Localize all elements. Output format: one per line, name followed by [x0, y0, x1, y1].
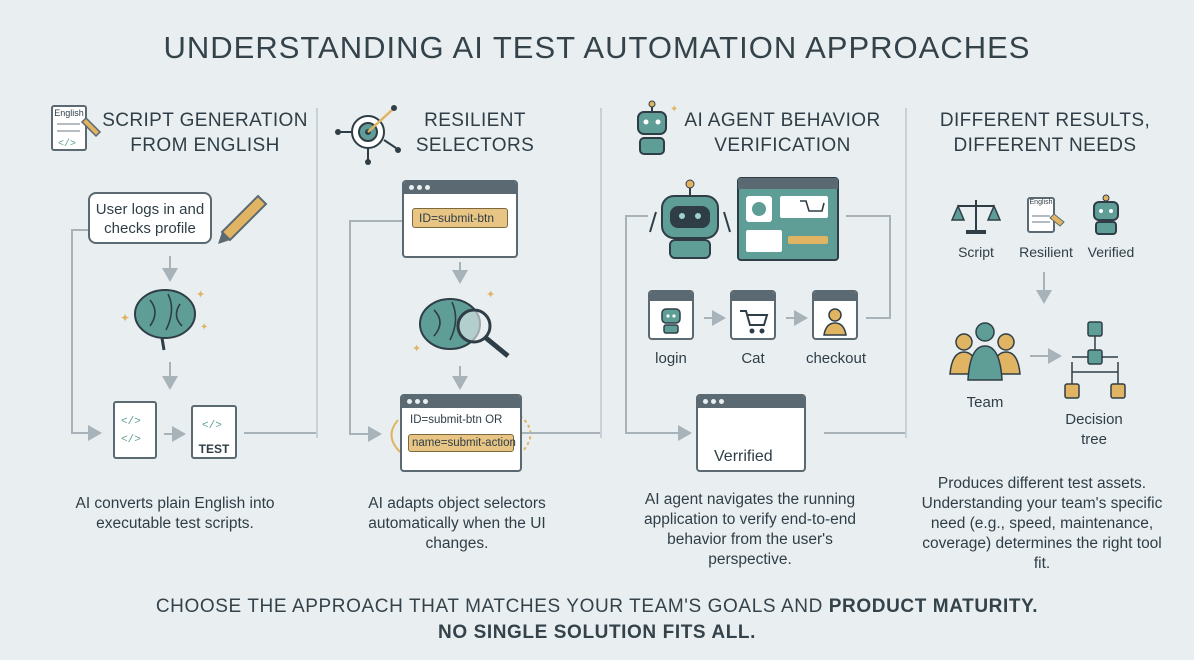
column-divider-1 [316, 108, 318, 438]
footer-bold-text: PRODUCT MATURITY. [828, 596, 1039, 617]
bubble-line: checks profile [104, 220, 196, 237]
window-titlebar [698, 396, 804, 408]
heading-line: VERIFICATION [714, 135, 851, 156]
step-label-checkout: checkout [805, 350, 867, 367]
heading-line: SELECTORS [415, 135, 535, 156]
svg-text:</>: </> [202, 420, 222, 432]
footer-line-2: NO SINGLE SOLUTION FITS ALL. [438, 622, 756, 643]
page-title: UNDERSTANDING AI TEST AUTOMATION APPROAC… [163, 30, 1031, 65]
legend-label-resilient: Resilient [1019, 244, 1073, 260]
column-divider-2 [600, 108, 602, 438]
verified-window [696, 394, 806, 472]
test-doc-label: TEST [198, 442, 230, 456]
step-checkout-window [812, 290, 858, 340]
heading-line: SCRIPT GENERATION [102, 110, 308, 131]
svg-text:</>: </> [58, 138, 76, 150]
heading-line: FROM ENGLISH [130, 135, 280, 156]
selector-field: ID=submit-btn [412, 208, 508, 228]
target-network-icon [335, 105, 401, 165]
heading-line: DIFFERENT RESULTS, [939, 110, 1151, 131]
caption-script-generation: AI converts plain English into executabl… [75, 495, 275, 532]
selector-line-plain: ID=submit-btn OR [410, 414, 503, 426]
robot-large-icon [649, 179, 731, 259]
test-document-icon: </> [191, 405, 237, 459]
window-titlebar [404, 182, 516, 194]
small-robot-icon [1093, 194, 1119, 235]
heading-line: RESILIENT [424, 110, 526, 131]
robot-icon: ✦ [637, 100, 678, 155]
svg-text:✦: ✦ [196, 289, 205, 301]
selector-field-fallback: name=submit-action [408, 434, 516, 452]
bubble-line: User logs in and [95, 201, 205, 218]
pencil-icon [218, 194, 268, 244]
tree-label-line: Decision [1065, 411, 1123, 428]
decision-tree-label: Decision tree [1054, 410, 1134, 450]
svg-text:✦: ✦ [486, 289, 495, 301]
step-label-login: login [655, 350, 687, 367]
legend-doc-text: English [1029, 199, 1053, 206]
team-icon [949, 322, 1021, 381]
column-divider-3 [905, 108, 907, 438]
legend-label-verified: Verified [1087, 244, 1135, 260]
footer-regular-text: CHOOSE THE APPROACH THAT MATCHES YOUR TE… [155, 596, 829, 617]
column-heading-script-generation: SCRIPT GENERATION FROM ENGLISH [100, 108, 310, 158]
window-titlebar [732, 292, 774, 301]
heading-line: AI AGENT BEHAVIOR [684, 110, 881, 131]
browser-window-before: ID=submit-btn [402, 180, 518, 258]
english-icon-label: English [54, 108, 84, 118]
caption-resilient-selectors: AI adapts object selectors automatically… [368, 495, 546, 552]
svg-text:✦: ✦ [200, 322, 208, 333]
document-pencil-icon: </> [51, 105, 102, 151]
tree-label-line: tree [1081, 431, 1107, 448]
browser-cart-icon [737, 177, 839, 261]
svg-text:✦: ✦ [412, 343, 421, 355]
caption-different-needs: Produces different test assets. Understa… [921, 475, 1163, 572]
step-label-cart: Cat [741, 350, 765, 367]
svg-text:✦: ✦ [670, 104, 678, 115]
column-heading-agent-verification: AI AGENT BEHAVIOR VERIFICATION [680, 108, 885, 158]
scales-icon [950, 200, 1002, 234]
speech-bubble: User logs in and checks profile [88, 192, 212, 244]
svg-text:</>: </> [121, 434, 141, 446]
user-icon [823, 308, 847, 336]
column-heading-different-needs: DIFFERENT RESULTS, DIFFERENT NEEDS [935, 108, 1155, 158]
decision-tree-icon [1064, 321, 1126, 399]
heading-line: DIFFERENT NEEDS [953, 135, 1137, 156]
english-document-icon [1027, 197, 1065, 233]
window-titlebar [402, 396, 520, 408]
brain-magnifier-icon: ✦ ✦ [412, 289, 510, 358]
browser-window-after: ID=submit-btn OR name=submit-action [400, 394, 522, 472]
column-heading-resilient-selectors: RESILIENT SELECTORS [400, 108, 550, 158]
step-login-window [648, 290, 694, 340]
window-titlebar [650, 292, 692, 301]
caption-agent-verification: AI agent navigates the running applicati… [644, 491, 856, 568]
footer-line-1: CHOOSE THE APPROACH THAT MATCHES YOUR TE… [0, 596, 1194, 618]
svg-text:</>: </> [121, 416, 141, 428]
brain-icon: ✦ ✦ ✦ [120, 289, 208, 351]
window-titlebar [814, 292, 856, 301]
robot-icon [661, 308, 681, 334]
code-document-icon: </> </> [113, 401, 157, 459]
cart-icon [740, 310, 769, 334]
verified-label: Verrified [714, 448, 773, 465]
svg-text:✦: ✦ [120, 311, 130, 325]
step-cart-window [730, 290, 776, 340]
legend-label-script: Script [958, 244, 994, 260]
team-label: Team [966, 394, 1004, 411]
